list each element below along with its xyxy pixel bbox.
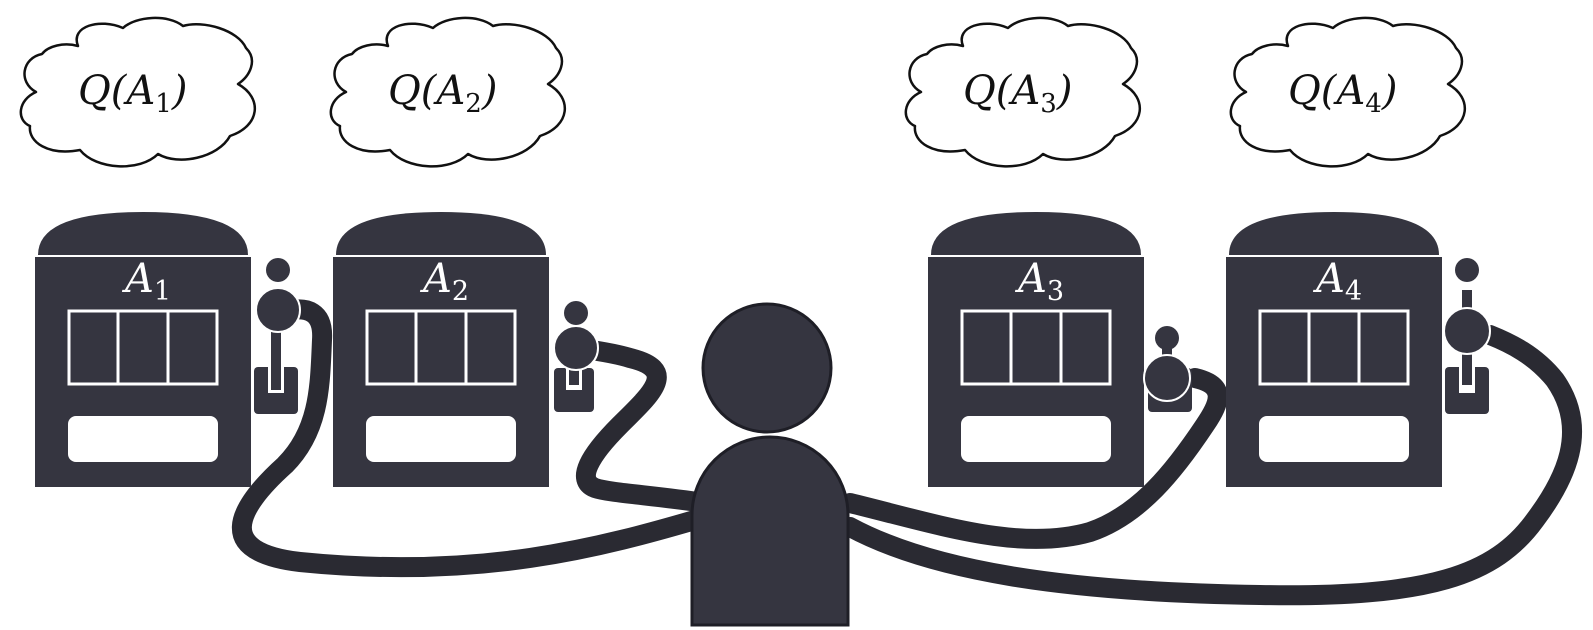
payout-tray [366, 416, 516, 462]
lever-cap [564, 301, 588, 325]
cloud-expression: Q(A1) [78, 68, 187, 119]
arm-to-machine-3 [840, 368, 1228, 549]
reel-window [365, 309, 517, 386]
machine-label: A3 [1014, 256, 1064, 307]
reel-window [960, 309, 1112, 386]
cloud-shape [329, 16, 566, 168]
arm-to-machine-2 [568, 338, 715, 513]
cloud-expression: Q(A3) [963, 68, 1072, 119]
agent-arms [231, 299, 1582, 606]
cloud-expression: Q(A4) [1288, 68, 1397, 119]
cloud-shape [1229, 16, 1466, 168]
machine-label: A4 [1312, 256, 1362, 307]
slot-lever-1 [254, 258, 301, 414]
thought-cloud-2: Q(A2) [329, 16, 566, 168]
cloud-shape [19, 16, 256, 168]
reel-window [1258, 309, 1410, 386]
slot-lever-4 [1443, 258, 1491, 414]
slot-machine-4: A4 [1226, 212, 1442, 487]
cloud-shape [904, 16, 1141, 168]
slot-machine-2: A2 [333, 212, 549, 487]
machine-label: A1 [121, 256, 171, 307]
slot-lever-3 [1143, 326, 1192, 412]
lever-stick [271, 320, 281, 390]
machine-dome [38, 212, 248, 255]
agent-head [701, 302, 833, 434]
payout-tray [961, 416, 1111, 462]
lever-knob [553, 325, 599, 371]
agent-body [690, 435, 850, 627]
machine-dome [931, 212, 1141, 255]
machine-dome [1229, 212, 1439, 255]
payout-tray [68, 416, 218, 462]
cloud-expression: Q(A2) [388, 68, 497, 119]
slot-lever-2 [553, 301, 599, 412]
lever-cap [1455, 258, 1479, 282]
slot-machine-1: A1 [35, 212, 251, 487]
slot-machine-3: A3 [928, 212, 1144, 487]
lever-knob [255, 287, 301, 333]
lever-knob [1443, 307, 1491, 355]
thought-cloud-3: Q(A3) [904, 16, 1141, 168]
machine-dome [336, 212, 546, 255]
thought-cloud-1: Q(A1) [19, 16, 256, 168]
lever-knob [1143, 354, 1191, 402]
payout-tray [1259, 416, 1409, 462]
lever-cap [1155, 326, 1179, 350]
arm-to-machine-1 [231, 299, 715, 578]
arm-to-machine-4 [840, 325, 1582, 606]
agent [690, 302, 850, 627]
machine-label: A2 [419, 256, 469, 307]
lever-cap [266, 258, 290, 282]
reel-window [67, 309, 219, 386]
thought-cloud-4: Q(A4) [1229, 16, 1466, 168]
